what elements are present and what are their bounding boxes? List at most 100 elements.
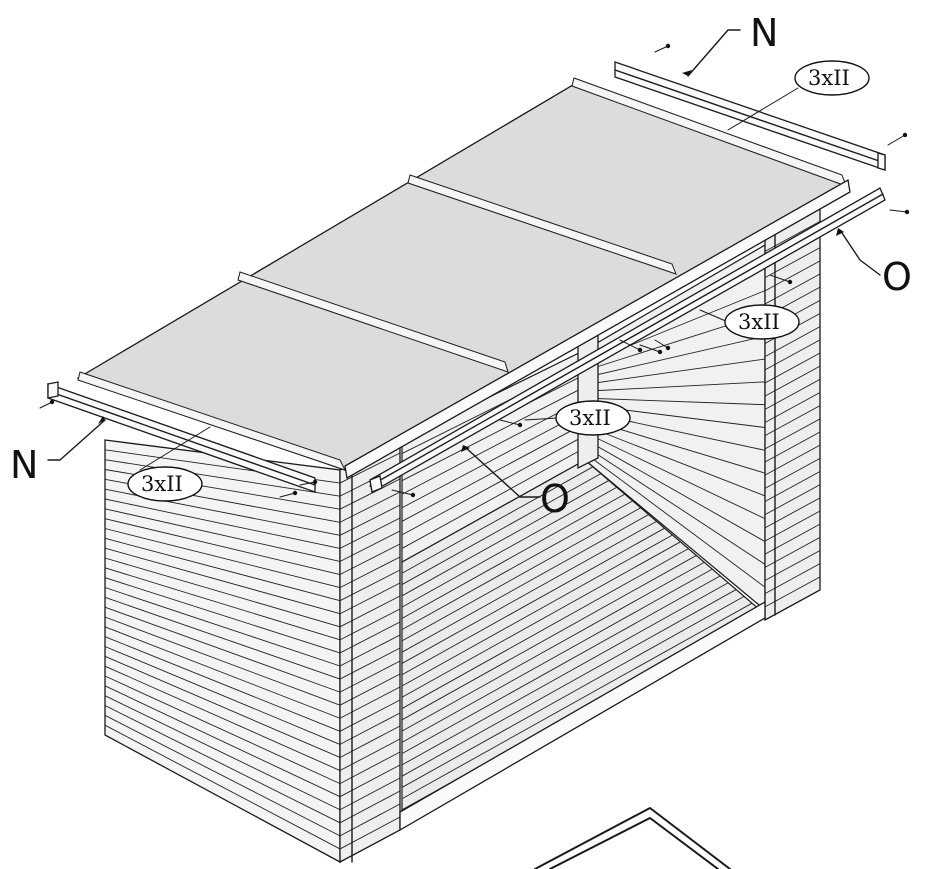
arrowhead-n-top: [682, 70, 692, 76]
right-wall-plank: [764, 392, 821, 423]
right-wall-plank: [764, 536, 821, 568]
back-wall-plank: [584, 445, 766, 565]
screw: [391, 489, 414, 496]
screw: [299, 481, 316, 486]
front-wall-plank: [339, 504, 401, 536]
front-wall-plank: [339, 530, 401, 562]
front-wall-plank: [339, 777, 401, 811]
screw-head: [665, 43, 671, 49]
screw: [769, 274, 791, 283]
floor-plank: [401, 589, 737, 777]
inner-wall-plank: [401, 410, 586, 509]
front-wall-plank: [339, 478, 401, 510]
arrowhead-o-right: [836, 228, 844, 236]
front-wall-plank: [339, 816, 401, 850]
floor-plank: [401, 473, 602, 585]
right-wall-plank: [764, 220, 821, 252]
left-wall-plank: [104, 508, 341, 562]
svg-text:3xII: 3xII: [808, 66, 850, 90]
screw: [654, 45, 669, 53]
right-wall-plank: [764, 352, 821, 384]
front-wall-plank: [339, 569, 401, 602]
right-wall-plank: [764, 523, 821, 555]
roof-battens: [77, 77, 847, 471]
left-wall-plank: [104, 724, 341, 850]
front-wall-plank: [339, 712, 401, 745]
back-wall-plank: [584, 335, 766, 378]
left-wall-plank: [104, 587, 341, 667]
screw-head: [49, 399, 55, 405]
leader-qty-top: [727, 87, 799, 131]
left-wall-plank: [104, 685, 341, 798]
floor-plank: [401, 480, 610, 597]
inner-wall-plank: [401, 447, 586, 549]
screw: [654, 339, 669, 349]
floor-planks: [401, 466, 753, 800]
front-wall-plank: [339, 790, 401, 824]
leader-n-top: [687, 29, 741, 77]
back-wall-plank: [584, 381, 766, 392]
right-wall-plank: [764, 457, 821, 489]
screw: [639, 344, 661, 353]
screw-head: [787, 279, 793, 285]
screw: [887, 134, 906, 146]
inner-wall-planks: [401, 361, 586, 549]
left-wall-plank: [104, 606, 341, 693]
right-wall-plank: [764, 418, 821, 450]
base-frame-corner: [534, 807, 731, 869]
front-wall-planks: [339, 452, 401, 850]
label-n-left: N: [10, 443, 38, 487]
label-n-top: N: [750, 11, 778, 55]
left-wall-plank: [104, 459, 341, 497]
qty-left: 3xII: [127, 466, 203, 502]
left-wall-plank: [104, 705, 341, 824]
floor-plank: [401, 514, 649, 653]
right-wall-plank: [764, 550, 821, 581]
right-wall-plank: [764, 405, 821, 437]
leader-qty-left: [139, 426, 211, 471]
front-wall-plank: [339, 647, 401, 680]
floor-plank: [401, 548, 689, 709]
floor-plank: [401, 575, 721, 755]
front-wall-plank: [339, 699, 401, 732]
qty-front: 3xII: [555, 400, 631, 436]
left-wall-plank: [104, 567, 341, 641]
front-wall-plank: [339, 686, 401, 719]
right-wall-plank: [764, 326, 821, 358]
leader-n-left: [47, 419, 106, 461]
floor-plank: [401, 595, 745, 788]
beam-o-right: [369, 187, 886, 494]
front-wall-plank: [339, 634, 401, 667]
screw-head: [292, 490, 298, 496]
right-wall-plank: [764, 431, 821, 463]
front-wall-plank: [339, 556, 401, 589]
front-wall-plank: [339, 595, 401, 628]
arrowhead-o-front: [461, 445, 470, 452]
floor-plank: [401, 582, 729, 766]
qty-right: 3xII: [724, 304, 800, 340]
left-wall-plank: [104, 646, 341, 745]
arrowhead-n-left: [98, 416, 105, 424]
leader-qty-front: [524, 417, 558, 421]
floor-plank: [401, 520, 657, 664]
right-wall-plank: [764, 378, 821, 410]
front-wall-plank: [339, 621, 401, 654]
floor-plank: [401, 534, 673, 687]
floor-plank: [401, 527, 665, 676]
floor-plank: [401, 555, 697, 721]
front-wall-plank: [339, 660, 401, 693]
front-wall-plank: [339, 452, 401, 484]
floor-plank: [401, 466, 594, 574]
left-wall-plank: [104, 626, 341, 719]
front-wall-plank: [339, 673, 401, 706]
leader-o-front: [464, 446, 541, 498]
screw-head: [410, 492, 416, 498]
front-wall-plank: [339, 725, 401, 758]
svg-text:3xII: 3xII: [738, 310, 780, 334]
svg-text:3xII: 3xII: [141, 472, 183, 496]
screw: [39, 401, 53, 409]
right-wall-plank: [764, 247, 821, 279]
leader-lines: [47, 29, 881, 498]
